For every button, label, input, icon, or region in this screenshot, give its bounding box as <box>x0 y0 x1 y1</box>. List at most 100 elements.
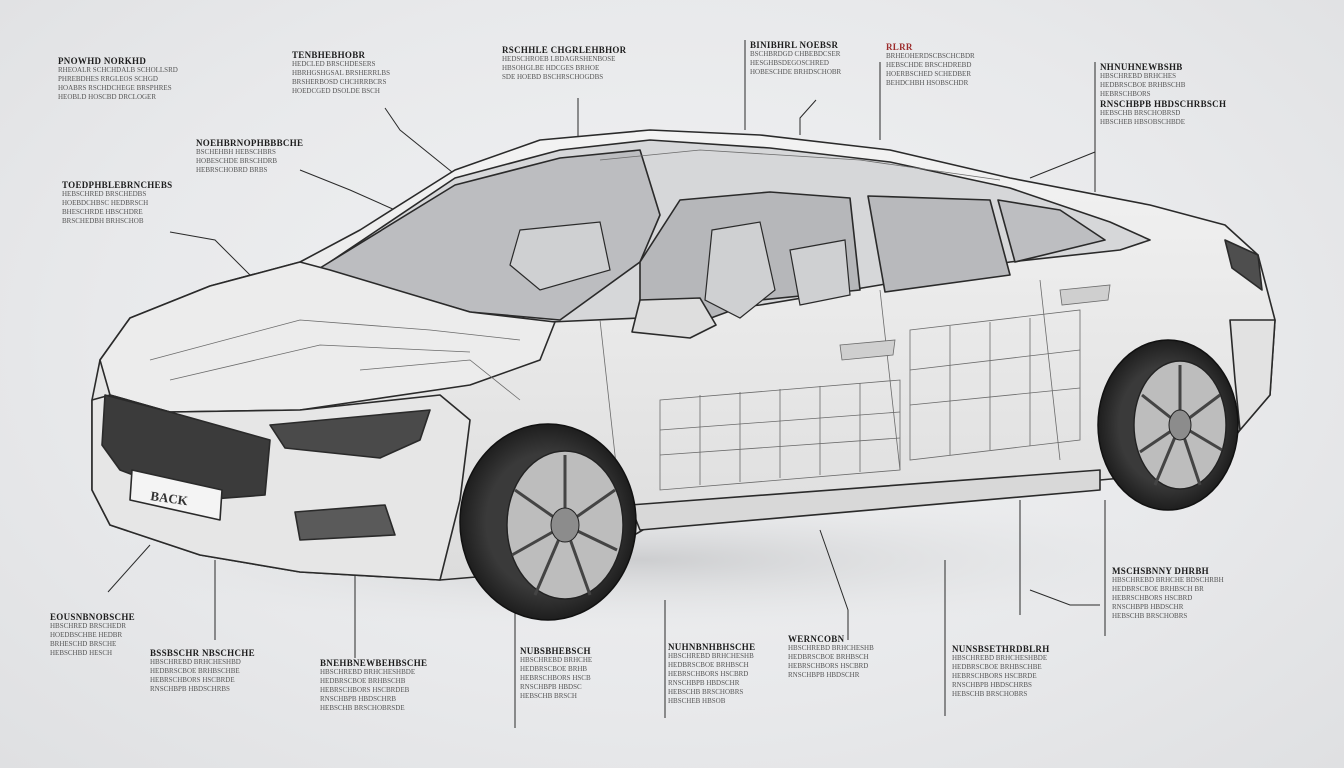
callout-line: RNSCHBPB HBDSCHR <box>668 679 740 687</box>
callout-line: BRHEOHERDSCBSCHCBDR <box>886 52 975 60</box>
callout-line: HBSCHREBD BRHCHESHBD <box>150 658 241 666</box>
callout-13: NUHNBNHBHSCHE HBSCHREBD BRHCHESHB HEDBRS… <box>668 642 788 706</box>
callout-12: NUBSBHEBSCH HBSCHREBD BRHCHE HEDBRSCBOE … <box>520 646 660 701</box>
callout-line: HBSCHEB HBSOB <box>668 697 726 705</box>
callout-line: HEBSCHB BRSCHOBRSDE <box>320 704 405 712</box>
callout-heading: PNOWHD NORKHD <box>58 56 147 66</box>
callout-line: HEDSCHROEB LBDAGRSHENBOSE <box>502 55 616 63</box>
car-body <box>91 129 1276 581</box>
callout-line: RNSCHBPB HBDSCHR <box>1112 603 1184 611</box>
callout-line: RNSCHBPB HBDSCHRB <box>320 695 397 703</box>
side-mirror <box>631 297 717 339</box>
callout-5: RLRR BRHEOHERDSCBSCHCBDR HEBSCHDE BRSCHD… <box>886 42 1066 88</box>
rear-bumper <box>1229 319 1276 431</box>
callout-line: HEBRSCHBORS HSCBRD <box>788 662 869 670</box>
callout-2: TENBHEBHOBR HEDCLED BRSCHDESERS HBRHGSHG… <box>292 50 472 96</box>
callout-heading: NOEHBRNOPHBBBCHE <box>196 138 304 148</box>
callout-7: NOEHBRNOPHBBBCHE BSCHEHBH HEBSCHBRS HOBE… <box>196 138 376 175</box>
callout-line: HEDBRSCBOE BRHBSCH <box>788 653 869 661</box>
rear-wheel <box>1097 339 1239 511</box>
callout-heading: NHNUHNEWBSHB <box>1100 62 1183 72</box>
callout-line: HEDBRSCBOE BRHBSCHBE <box>150 667 240 675</box>
fog-light <box>294 504 396 541</box>
callout-line: HBSCHREBD BRHCHES <box>1100 72 1177 80</box>
callout-line: HEBSCHB BRSCHOBRSD <box>1100 109 1181 117</box>
callout-line: HBSCHEB HBSOBSCHBDE <box>1100 118 1185 126</box>
callout-line: HEBRSCHBORS HSCBRD <box>668 670 749 678</box>
callout-line: HEBSCHB BRSCHOBRS <box>952 690 1028 698</box>
callout-line: HBSCHREBD BRHCHESHB <box>788 644 874 652</box>
callout-heading: BINIBHRL NOEBSR <box>750 40 839 50</box>
callout-line: HEBRSCHBORS HSCB <box>520 674 591 682</box>
callout-line: HEBSCHB BRSCHOBRS <box>668 688 744 696</box>
callout-heading: BSSBSCHR NBSCHCHE <box>150 648 255 658</box>
callout-15: NUNSBSETHRDBLRH HBSCHREBD BRHCHESHBDE HE… <box>952 644 1102 699</box>
callout-line: HOABRS RSCHDCHEGE BRSPHRES <box>58 84 172 92</box>
callout-subheading: RNSCHBPB HBDSCHRBSCH <box>1100 99 1227 109</box>
callout-line: RNSCHBPB HBDSCHR <box>788 671 860 679</box>
callout-11: BNEHBNEWBEHBSCHE HBSCHREBD BRHCHESHBDE H… <box>320 658 500 713</box>
callout-16: MSCHSBNNY DHRBH HBSCHREBD BRHCHE BDSCHRB… <box>1112 566 1292 621</box>
callout-line: HEDBRSCBOE BRHBSCHB <box>320 677 406 685</box>
callout-line: HBSCHREBD BRHCHE BDSCHRBH <box>1112 576 1224 584</box>
callout-line: PHREBDHES RRGLEOS SCHGD <box>58 75 158 83</box>
callout-line: HESGHBSDEGOSCHRED <box>750 59 829 67</box>
callout-heading: RLRR <box>886 42 1066 52</box>
callout-1: PNOWHD NORKHD RHEOALR SCHCHDALB SCHOLLSR… <box>58 56 238 102</box>
callout-line: HBSCHREBD BRHCHE <box>520 656 593 664</box>
callout-heading: TENBHEBHOBR <box>292 50 366 60</box>
callout-line: BEHDCHBH HSOBSCHDR <box>886 79 969 87</box>
callout-line: HOERBSCHED SCHEDBER <box>886 70 971 78</box>
callout-line: HEBSCHBD HESCH <box>50 649 113 657</box>
cutaway-detail <box>149 149 1111 501</box>
callout-line: BRSCHEDBH BRHSCHOB <box>62 217 144 225</box>
callout-line: BSCHEHBH HEBSCHBRS <box>196 148 276 156</box>
leader-lines <box>107 40 1106 728</box>
callout-line: HEDCLED BRSCHDESERS <box>292 60 376 68</box>
callout-line: HEBRSCHBORS HSCBRD <box>1112 594 1193 602</box>
callout-14: WERNCOBN HBSCHREBD BRHCHESHB HEDBRSCBOE … <box>788 634 938 680</box>
callout-heading: MSCHSBNNY DHRBH <box>1112 566 1209 576</box>
callout-line: HOBESCHDE BRSCHDRB <box>196 157 278 165</box>
callout-heading: WERNCOBN <box>788 634 845 644</box>
callout-4: BINIBHRL NOEBSR BSCHBRDGD CHBEBDCSER HES… <box>750 40 930 77</box>
callout-heading: NUNSBSETHRDBLRH <box>952 644 1050 654</box>
front-wheel <box>459 423 637 621</box>
callout-line: RNSCHBPB HBDSC <box>520 683 582 691</box>
callout-line: HEBRSCHBORS <box>1100 90 1151 98</box>
callout-line: HEDBRSCBOE BRHBSCH <box>668 661 749 669</box>
rear-door-window <box>867 195 1011 293</box>
tail-light <box>1224 239 1263 291</box>
callout-line: HOBESCHDE BRHDSCHOBR <box>750 68 842 76</box>
callout-line: HEBSCHDE BRSCHDREBD <box>886 61 972 69</box>
callout-line: HEBRSCHBORS HSCBRDEB <box>320 686 410 694</box>
callout-line: HBSCHREBD BRHCHESHBDE <box>320 668 416 676</box>
callout-line: HEDBRSCBOE BRHBSCHBE <box>952 663 1042 671</box>
callout-line: HBSCHREBD BRHCHESHBDE <box>952 654 1048 662</box>
callout-line: HEDBRSCBOE BRHBSCH BR <box>1112 585 1204 593</box>
callout-line: RNSCHBPB HBDSCHRBS <box>150 685 230 693</box>
callout-line: HBSOHGLBE HDCGES BRHOE <box>502 64 600 72</box>
callout-line: HEBRSCHBORS HSCBRDE <box>952 672 1037 680</box>
callout-line: HEBSCHB BRSCH <box>520 692 577 700</box>
rear-quarter-window <box>997 199 1106 263</box>
seats <box>509 221 851 319</box>
callout-heading: NUBSBHEBSCH <box>520 646 591 656</box>
callout-line: HOEDCGED DSOLDE BSCH <box>292 87 380 95</box>
callout-line: BHESCHRDE HBSCHDRE <box>62 208 143 216</box>
callout-line: HBSCHREBD BRHCHESHB <box>668 652 754 660</box>
callout-line: BRHESCHD BRSCHE <box>50 640 117 648</box>
callout-line: BSCHBRDGD CHBEBDCSER <box>750 50 841 58</box>
callout-heading: BNEHBNEWBEHBSCHE <box>320 658 428 668</box>
callout-line: BRSHERBOSD CHCHRRBCRS <box>292 78 387 86</box>
license-plate <box>129 469 223 521</box>
plate-text: BACK <box>150 488 190 508</box>
callout-heading: NUHNBNHBHSCHE <box>668 642 756 652</box>
callout-line: HOEDBSCHBE HEDBR <box>50 631 123 639</box>
callout-heading: TOEDPHBLEBRNCHEBS <box>62 180 173 190</box>
callout-line: RHEOALR SCHCHDALB SCHOLLSRD <box>58 66 178 74</box>
callout-line: HEBSCHRED BRSCHEDBS <box>62 190 147 198</box>
callout-line: HBSCHRED BRSCHEDR <box>50 622 127 630</box>
